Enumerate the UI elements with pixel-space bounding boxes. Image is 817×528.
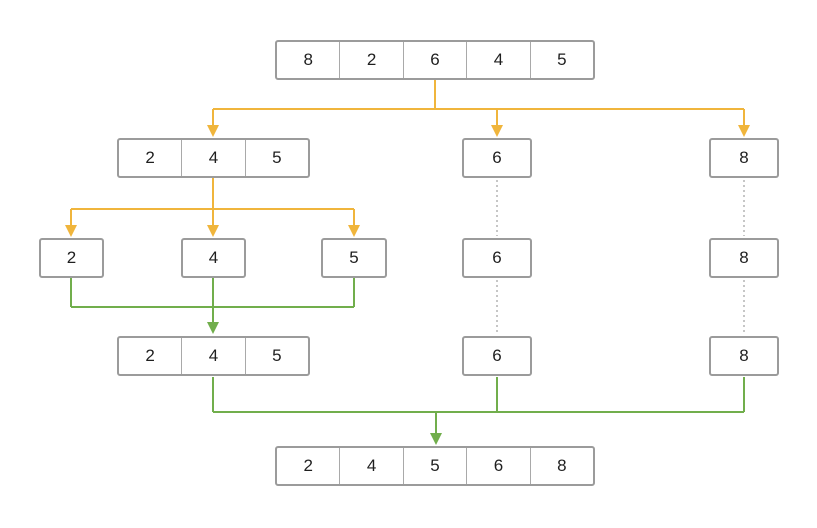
split-line-level1 [212,80,745,126]
array-node-root: 8 2 6 4 5 [275,40,595,80]
merge-line-level3 [70,278,355,323]
split-line-level2 [70,178,355,226]
array-cell: 4 [466,42,529,78]
array-cell: 8 [739,148,749,167]
array-node-level2-b: 4 [181,238,246,278]
trace-dotted-line [496,180,745,334]
array-node-level2-right: 8 [709,238,779,278]
array-cell: 8 [739,248,749,267]
array-node-level2-mid: 6 [462,238,532,278]
array-cell: 5 [244,140,308,176]
split-arrowhead-icon [65,225,77,237]
array-cell: 6 [492,346,502,365]
array-cell: 5 [349,248,359,267]
merge-arrow-group-level3 [70,278,355,334]
split-arrowhead-icon [348,225,360,237]
array-node-result: 2 4 5 6 8 [275,446,595,486]
array-cell: 8 [529,448,593,484]
merge-arrow-group-result [212,377,745,445]
array-node-level1-left: 2 4 5 [117,138,310,178]
array-cell: 5 [402,448,466,484]
array-cell: 2 [66,248,77,267]
array-cell: 5 [529,42,593,78]
array-cell: 4 [208,248,219,267]
merge-arrowhead-icon [430,433,442,445]
array-node-level3-left: 2 4 5 [117,336,310,376]
array-cell: 6 [492,148,502,167]
array-cell: 4 [181,140,244,176]
trace-dotted-group [496,180,745,334]
array-cell: 2 [303,456,313,475]
array-cell: 5 [244,338,308,374]
array-cell: 8 [303,50,313,69]
split-arrow-group-level2 [65,178,360,237]
split-arrowhead-icon [491,125,503,137]
array-cell: 6 [492,248,502,267]
array-cell: 8 [739,346,749,365]
array-node-level3-mid: 6 [462,336,532,376]
array-cell: 2 [145,346,155,365]
split-arrowhead-icon [207,225,219,237]
array-cell: 6 [466,448,529,484]
array-cell: 6 [402,42,466,78]
array-node-level2-a: 2 [39,238,104,278]
split-arrowhead-icon [207,125,219,137]
split-arrow-group-level1 [207,80,750,137]
array-node-level2-c: 5 [321,238,387,278]
merge-arrowhead-icon [207,322,219,334]
array-cell: 4 [339,448,402,484]
array-node-level1-mid: 6 [462,138,532,178]
split-arrowhead-icon [738,125,750,137]
merge-line-result [212,377,745,434]
array-cell: 2 [145,148,155,167]
array-node-level1-right: 8 [709,138,779,178]
array-node-level3-right: 8 [709,336,779,376]
array-cell: 4 [181,338,244,374]
array-cell: 2 [339,42,402,78]
